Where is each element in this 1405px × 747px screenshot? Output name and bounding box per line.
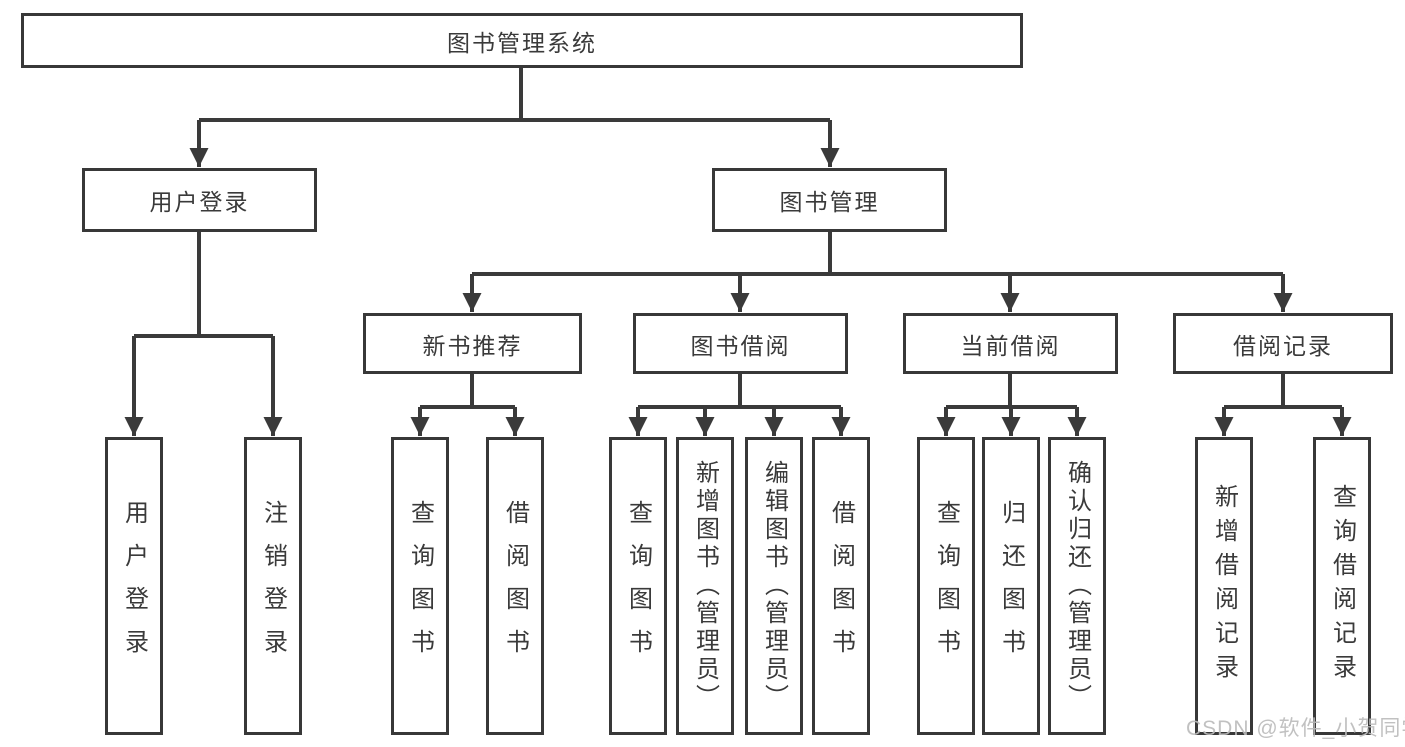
node-user-login: 用户登录	[82, 168, 317, 232]
leaf-recommend-query-books: 查询图书	[391, 437, 449, 735]
leaf-logout: 注销登录	[244, 437, 302, 735]
leaf-recommend-borrow-books: 借阅图书	[486, 437, 544, 735]
node-library-system: 图书管理系统	[21, 13, 1023, 68]
node-new-book-recommend: 新书推荐	[363, 313, 582, 374]
leaf-user-login: 用户登录	[105, 437, 163, 735]
leaf-return-books: 归还图书	[982, 437, 1040, 735]
node-current-borrow: 当前借阅	[903, 313, 1118, 374]
node-book-borrow: 图书借阅	[633, 313, 848, 374]
node-borrow-records: 借阅记录	[1173, 313, 1393, 374]
node-book-management: 图书管理	[712, 168, 947, 232]
leaf-add-books-admin: 新增图书（管理员）	[676, 437, 734, 735]
tree-junction-lines	[134, 68, 1342, 409]
leaf-current-query-books: 查询图书	[917, 437, 975, 735]
csdn-watermark: CSDN @软件_小贺同学	[1186, 717, 1405, 740]
leaf-query-borrow-record: 查询借阅记录	[1313, 437, 1371, 735]
leaf-edit-books-admin: 编辑图书（管理员）	[745, 437, 803, 735]
leaf-confirm-return-admin: 确认归还（管理员）	[1048, 437, 1106, 735]
leaf-borrow-query-books: 查询图书	[609, 437, 667, 735]
leaf-add-borrow-record: 新增借阅记录	[1195, 437, 1253, 735]
leaf-borrow-books: 借阅图书	[812, 437, 870, 735]
